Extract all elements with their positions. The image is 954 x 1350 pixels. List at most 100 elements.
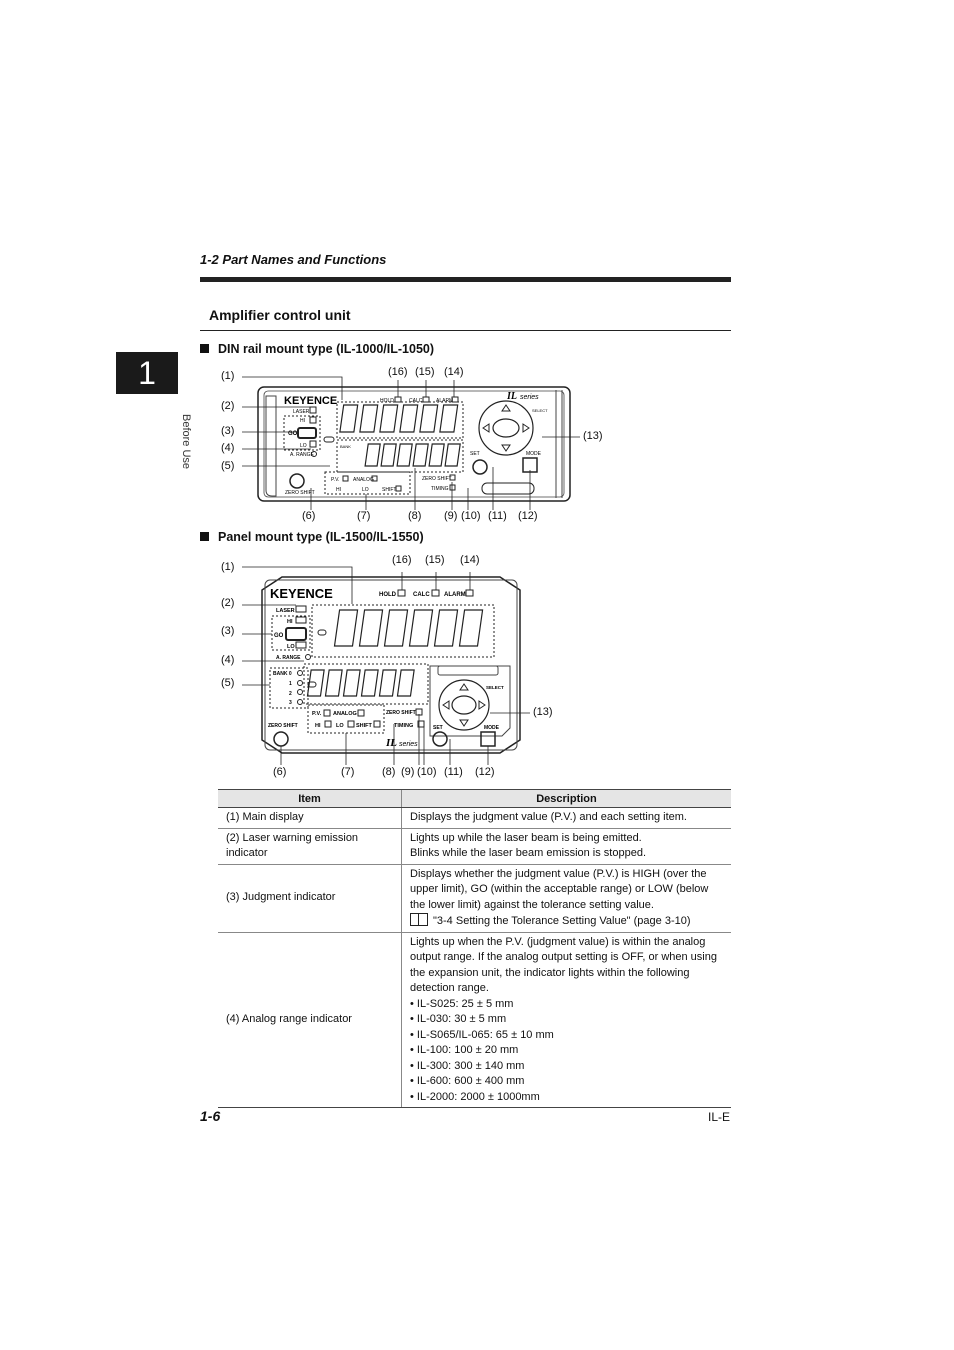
- square-bullet-icon: [200, 344, 209, 353]
- header-rule: [200, 277, 731, 282]
- section-header: 1-2 Part Names and Functions: [200, 252, 387, 267]
- table-cell-item: (2) Laser warning emission indicator: [218, 828, 402, 865]
- panel-bank0-label: BANK 0: [273, 671, 292, 677]
- din-direction-pad[interactable]: [478, 400, 534, 456]
- panel-heading: Panel mount type (IL-1500/IL-1550): [200, 530, 424, 544]
- din-select-label: SELECT: [532, 408, 548, 413]
- din-series-mark: IL: [506, 391, 517, 402]
- din-heading-text: DIN rail mount type (IL-1000/IL-1050): [218, 342, 435, 356]
- panel-callout-16: (16): [392, 554, 412, 566]
- panel-callout-3: (3): [221, 625, 235, 637]
- table-cell-description: Lights up while the laser beam is being …: [401, 828, 731, 865]
- panel-calc-label: CALC: [413, 592, 430, 598]
- din-callout-9: (9): [444, 510, 458, 522]
- bullet-item: IL-S065/IL-065: 65 ± 10 mm: [410, 1028, 723, 1044]
- panel-zeroshift-label: ZERO SHIFT: [386, 710, 416, 716]
- din-callout-1: (1): [221, 370, 235, 382]
- din-bank-label: BANK: [340, 444, 351, 449]
- panel-callout-14: (14): [460, 554, 480, 566]
- din-go-label: GO: [288, 431, 298, 437]
- din-callout-12: (12): [518, 510, 538, 522]
- panel-mode-label: MODE: [484, 725, 500, 731]
- panel-bank2-label: 2: [289, 691, 292, 697]
- panel-lo-label: LO: [287, 644, 295, 650]
- panel-callout-7: (7): [341, 766, 355, 778]
- din-main-display: [339, 404, 459, 433]
- reference-text[interactable]: "3-4 Setting the Tolerance Setting Value…: [433, 915, 691, 927]
- din-hold-label: HOLD: [380, 398, 394, 404]
- din-callout-15: (15): [415, 366, 435, 378]
- table-cell-item: (3) Judgment indicator: [218, 864, 402, 933]
- table-row: (2) Laser warning emission indicator Lig…: [218, 828, 731, 865]
- table-cell-description: Displays whether the judgment value (P.V…: [401, 864, 731, 933]
- din-callout-7: (7): [357, 510, 371, 522]
- table-cell-item: (4) Analog range indicator: [218, 932, 402, 1108]
- din-heading: DIN rail mount type (IL-1000/IL-1050): [200, 342, 434, 356]
- section-title: Amplifier control unit: [209, 307, 351, 323]
- panel-direction-pad[interactable]: [438, 679, 490, 731]
- panel-set-label: SET: [433, 725, 443, 731]
- panel-timing-label: TIMING: [394, 723, 413, 729]
- panel-callout-2: (2): [221, 597, 235, 609]
- din-pv-label: P.V.: [331, 477, 339, 483]
- chapter-side-label: Before Use: [180, 414, 192, 470]
- din-callout-2: (2): [221, 400, 235, 412]
- din-callout-11: (11): [488, 510, 507, 522]
- din-set-label: SET: [470, 451, 480, 457]
- din-callout-16: (16): [388, 366, 408, 378]
- panel-set-button[interactable]: [432, 731, 448, 747]
- parts-table: Item Description (1) Main display Displa…: [218, 789, 731, 1108]
- panel-brand-logo: KEYENCE: [270, 586, 333, 601]
- din-callout-5: (5): [221, 460, 235, 472]
- panel-mount-diagram: KEYENCE HOLD CALC ALARM LASER HI GO LO A…: [242, 566, 530, 765]
- din-rail-diagram: KEYENCE LASER HI GO LO A. RANGE HOLD CAL…: [242, 376, 580, 510]
- book-icon: [410, 913, 428, 926]
- din-set-button[interactable]: [472, 459, 488, 475]
- panel-main-display: [333, 609, 484, 647]
- panel-callout-11: (11): [444, 766, 463, 778]
- panel-arange-label: A. RANGE: [276, 655, 301, 661]
- table-header-item: Item: [218, 789, 402, 808]
- desc-paragraph: Lights up when the P.V. (judgment value)…: [410, 935, 717, 995]
- panel-go-label: GO: [274, 633, 284, 639]
- din-lo-label: LO: [300, 443, 307, 449]
- din-series-label: series: [520, 394, 539, 401]
- panel-lo2-label: LO: [336, 723, 344, 729]
- panel-hold-label: HOLD: [379, 592, 397, 598]
- table-cell-description: Displays the judgment value (P.V.) and e…: [401, 807, 731, 829]
- panel-callout-4: (4): [221, 654, 235, 666]
- din-laser-label: LASER: [293, 409, 310, 415]
- din-alarm-label: ALARM: [436, 398, 453, 404]
- panel-callout-15: (15): [425, 554, 445, 566]
- bullet-item: IL-030: 30 ± 5 mm: [410, 1012, 723, 1028]
- din-zero-shift-button[interactable]: [289, 473, 305, 489]
- din-timing-label: TIMING: [431, 486, 449, 492]
- panel-callout-9: (9): [401, 766, 415, 778]
- panel-hi2-label: HI: [315, 723, 321, 729]
- bullet-item: IL-100: 100 ± 20 mm: [410, 1043, 723, 1059]
- panel-analog-label: ANALOG: [333, 711, 357, 717]
- panel-series-mark: IL: [385, 737, 397, 749]
- panel-callout-13: (13): [533, 706, 553, 718]
- din-callout-6: (6): [302, 510, 316, 522]
- panel-bank3-label: 3: [289, 700, 292, 706]
- desc-line: Blinks while the laser beam emission is …: [410, 847, 647, 859]
- panel-callout-10: (10): [417, 766, 437, 778]
- bullet-item: IL-2000: 2000 ± 1000mm: [410, 1090, 723, 1106]
- din-callout-10: (10): [461, 510, 481, 522]
- desc-line: Lights up while the laser beam is being …: [410, 831, 642, 844]
- table-row: (3) Judgment indicator Displays whether …: [218, 864, 731, 933]
- din-callout-13: (13): [583, 430, 603, 442]
- bullet-item: IL-S025: 25 ± 5 mm: [410, 997, 723, 1013]
- panel-hi-label: HI: [287, 619, 293, 625]
- din-shift-label: SHIFT: [382, 487, 396, 493]
- panel-laser-label: LASER: [276, 608, 295, 614]
- reference-line[interactable]: "3-4 Setting the Tolerance Setting Value…: [410, 913, 723, 930]
- table-header-description: Description: [401, 789, 731, 808]
- table-row: (1) Main display Displays the judgment v…: [218, 807, 731, 829]
- din-hi-label: HI: [300, 418, 305, 424]
- din-zeroshift-label: ZERO SHIFT: [422, 476, 452, 482]
- panel-sub-display: [306, 669, 415, 697]
- document-code: IL-E: [708, 1110, 731, 1124]
- bullet-item: IL-300: 300 ± 140 mm: [410, 1059, 723, 1075]
